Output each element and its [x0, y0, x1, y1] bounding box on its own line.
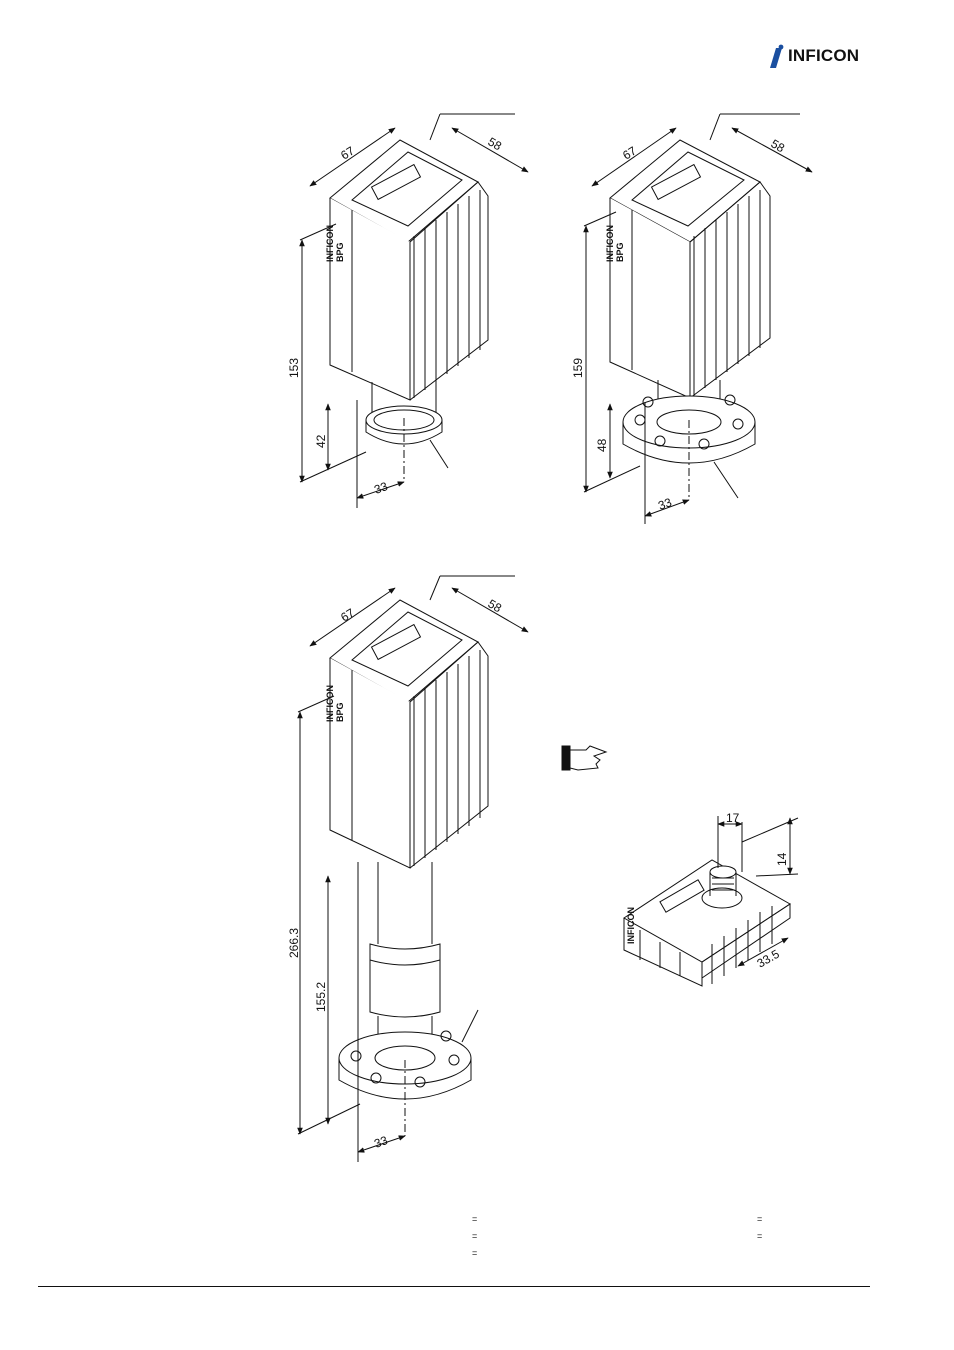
connector-detail-brand-mark: INFICON: [626, 907, 636, 944]
gauge-drawing-3: [297, 575, 529, 1162]
legend-equals-4: =: [757, 1214, 763, 1224]
gauge-2-flange-offset-label: 33: [656, 495, 674, 513]
gauge-2-width-label: 67: [620, 143, 639, 162]
gauge-1-height-label: 153: [287, 358, 301, 378]
pointing-hand-icon: [561, 745, 608, 771]
connector-detail-drawing: [623, 816, 799, 987]
gauge-drawing-1: [299, 113, 529, 508]
gauge-1-flange-height-label: 42: [314, 434, 328, 448]
footer-divider: [38, 1286, 870, 1287]
gauge-1-brand-mark: INFICON: [325, 225, 335, 262]
gauge-3-depth-label: 58: [486, 596, 505, 615]
gauge-3-width-label: 67: [338, 605, 357, 624]
inficon-logo: [766, 44, 870, 70]
connector-dim-a-label: 17: [726, 811, 740, 825]
legend-equals-5: =: [757, 1231, 763, 1241]
brand-name: INFICON: [788, 46, 860, 65]
legend-equals-3: =: [472, 1248, 478, 1258]
gauge-3-brand-mark: INFICON: [325, 685, 335, 722]
gauge-2-depth-label: 58: [769, 136, 788, 155]
gauge-2-model-mark: BPG: [615, 242, 625, 262]
gauge-2-height-label: 159: [571, 358, 585, 378]
gauge-3-model-mark: BPG: [335, 702, 345, 722]
gauge-1-flange-offset-label: 33: [372, 479, 390, 497]
gauge-drawing-2: [583, 113, 813, 524]
connector-dim-b-label: 14: [775, 852, 789, 866]
connector-dim-c-label: 33.5: [755, 947, 783, 971]
legend-equals-1: =: [472, 1214, 478, 1224]
gauge-1-depth-label: 58: [486, 134, 505, 153]
gauge-2-brand-mark: INFICON: [605, 225, 615, 262]
gauge-3-flange-height-label: 155.2: [314, 982, 328, 1012]
gauge-1-width-label: 67: [338, 143, 357, 162]
legend-equals-2: =: [472, 1231, 478, 1241]
gauge-1-model-mark: BPG: [335, 242, 345, 262]
gauge-2-flange-height-label: 48: [595, 438, 609, 452]
gauge-3-flange-offset-label: 33: [372, 1133, 390, 1151]
inficon-logo-mark-icon: [770, 44, 784, 68]
gauge-3-height-label: 266.3: [287, 928, 301, 958]
